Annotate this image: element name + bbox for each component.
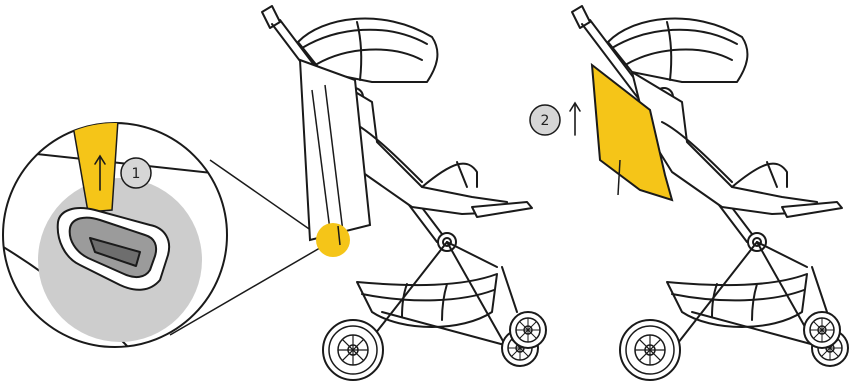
buckle-location-marker <box>316 223 350 257</box>
rear-wheel <box>620 320 680 380</box>
rear-wheel <box>323 320 383 380</box>
front-wheel-back <box>804 312 840 348</box>
canopy-rear-panel <box>300 60 370 240</box>
stroller-before-panel <box>262 6 546 380</box>
stroller-after-panel: 2 <box>530 6 848 380</box>
up-arrow-icon <box>570 103 580 135</box>
step-2-number: 2 <box>541 113 550 129</box>
step-1-number: 1 <box>132 166 141 182</box>
zoom-detail-panel: 1 <box>0 120 325 360</box>
front-wheel-back <box>510 312 546 348</box>
